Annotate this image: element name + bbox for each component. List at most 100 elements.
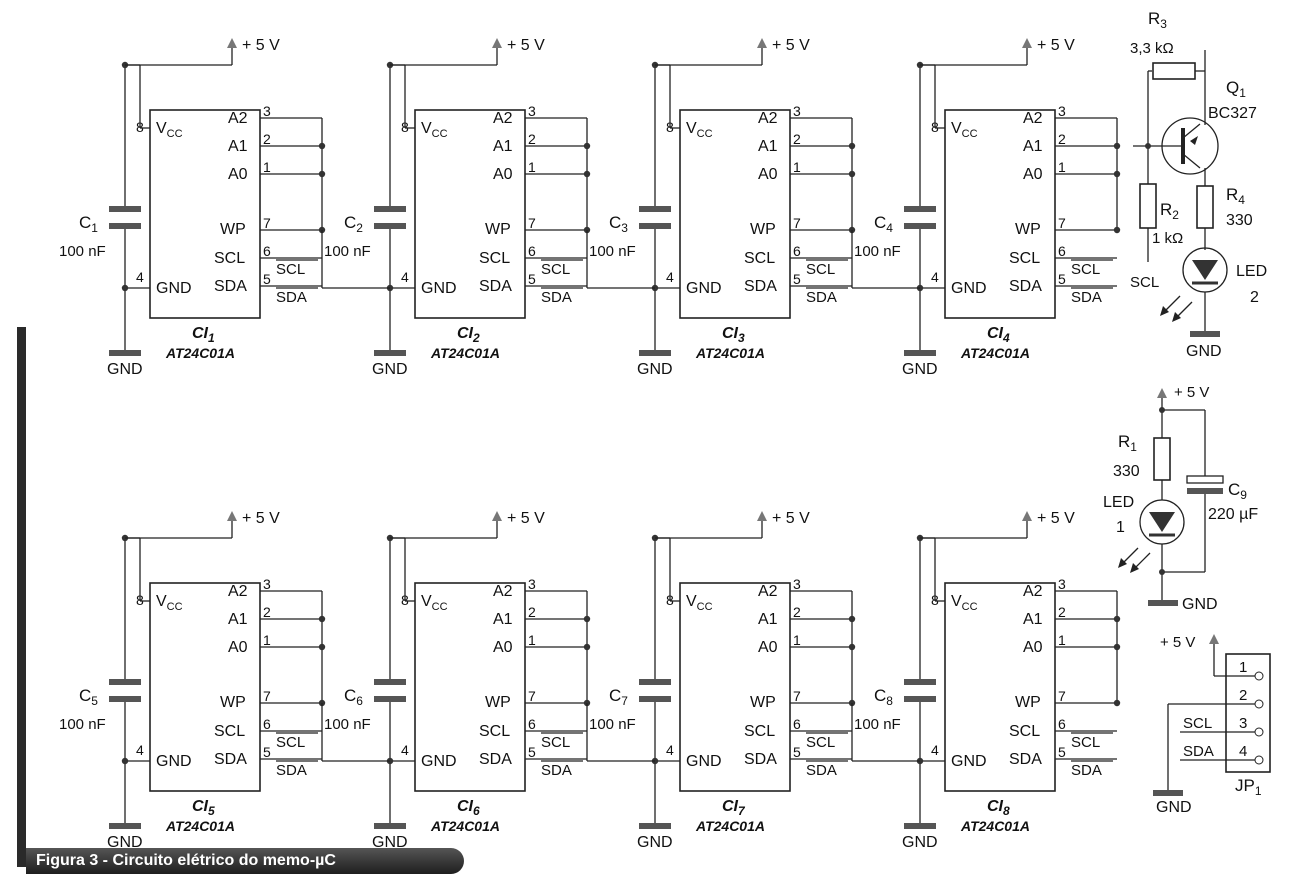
pin-number-2: 2: [263, 604, 271, 620]
capacitor-plate: [639, 223, 671, 229]
jp1-pin-3: 3: [1239, 715, 1247, 732]
pin-number-1: 1: [528, 632, 536, 648]
jp1-scl-label: SCL: [1183, 715, 1212, 732]
pin-number-3: 3: [1058, 103, 1066, 119]
bus-scl-label: SCL: [806, 734, 835, 751]
supply-arrow: [227, 511, 237, 521]
capacitor-value: 100 nF: [589, 243, 636, 260]
pin-a1: A1: [1023, 138, 1043, 155]
junction-dot: [318, 142, 326, 150]
pin-gnd: GND: [951, 280, 987, 297]
pin-a0: A0: [1023, 639, 1043, 656]
gnd-symbol: [904, 350, 936, 356]
pin-number-3: 3: [528, 576, 536, 592]
pin-wp: WP: [485, 221, 511, 238]
supply-arrow: [492, 38, 502, 48]
pin-vcc: VCC: [421, 120, 448, 140]
chip-part: AT24C01A: [165, 818, 235, 834]
pin-a2: A2: [758, 583, 778, 600]
junction-dot: [848, 643, 856, 651]
pin-wp: WP: [750, 221, 776, 238]
pin-a1: A1: [758, 611, 778, 628]
pin-number-7: 7: [1058, 215, 1066, 231]
jp1-pin-4: 4: [1239, 743, 1247, 760]
bus-scl-label: SCL: [541, 734, 570, 751]
bus-scl-label: SCL: [276, 261, 305, 278]
chip-body: [679, 582, 791, 792]
pin-gnd: GND: [686, 280, 722, 297]
pin-number-5: 5: [1058, 271, 1066, 287]
pin-a0: A0: [758, 639, 778, 656]
pin-number-2: 2: [263, 131, 271, 147]
q1-name: Q1: [1226, 78, 1246, 100]
capacitor-plate: [639, 679, 671, 685]
junction-dot: [318, 615, 326, 623]
pin-a0: A0: [493, 166, 513, 183]
r3-resistor: [1152, 62, 1196, 80]
c9-value: 220 µF: [1208, 506, 1258, 523]
capacitor-value: 100 nF: [854, 243, 901, 260]
pin-gnd: GND: [156, 753, 192, 770]
pin-sda: SDA: [214, 751, 247, 768]
junction-dot: [318, 643, 326, 651]
pin-gnd: GND: [156, 280, 192, 297]
pin-number-6: 6: [1058, 716, 1066, 732]
pin-number-5: 5: [528, 271, 536, 287]
power-supply-label: + 5 V: [1174, 384, 1209, 401]
r2-name: R2: [1160, 200, 1179, 222]
pin-sda: SDA: [744, 751, 777, 768]
capacitor-value: 100 nF: [854, 716, 901, 733]
chip-part: AT24C01A: [430, 818, 500, 834]
chip-part: AT24C01A: [430, 345, 500, 361]
r1-resistor: [1153, 437, 1171, 481]
figure-caption: Figura 3 - Circuito elétrico do memo-µC: [26, 848, 464, 874]
capacitor-plate: [109, 696, 141, 702]
capacitor-value: 100 nF: [59, 716, 106, 733]
c9-name: C9: [1228, 480, 1247, 502]
bus-sda-label: SDA: [541, 289, 572, 306]
pin-scl: SCL: [1009, 250, 1040, 267]
gnd-label: GND: [372, 361, 408, 378]
pin-wp: WP: [220, 694, 246, 711]
gnd-symbol: [904, 823, 936, 829]
capacitor-name: C4: [874, 213, 893, 235]
led2-number: 2: [1250, 289, 1259, 306]
supply-label: + 5 V: [772, 37, 810, 54]
pin-number-5: 5: [793, 271, 801, 287]
pin-number-4: 4: [931, 269, 939, 285]
pin-number-3: 3: [1058, 576, 1066, 592]
jp1-supply-label: + 5 V: [1160, 634, 1195, 651]
chip-body: [149, 582, 261, 792]
junction-dot: [121, 757, 129, 765]
junction-dot: [121, 284, 129, 292]
capacitor-value: 100 nF: [589, 716, 636, 733]
chip-body: [944, 582, 1056, 792]
bus-sda-label: SDA: [806, 762, 837, 779]
jp1-pin-1: 1: [1239, 659, 1247, 676]
pin-number-6: 6: [528, 716, 536, 732]
capacitor-plate: [904, 679, 936, 685]
pin-number-4: 4: [666, 269, 674, 285]
junction-dot: [583, 615, 591, 623]
pin-a2: A2: [1023, 110, 1043, 127]
chip-name: CI5: [192, 798, 215, 818]
supply-arrow: [1022, 511, 1032, 521]
pin-number-7: 7: [1058, 688, 1066, 704]
pin-number-2: 2: [793, 131, 801, 147]
pin-a2: A2: [228, 583, 248, 600]
pin-number-6: 6: [793, 716, 801, 732]
pin-vcc: VCC: [156, 593, 183, 613]
junction-dot: [848, 615, 856, 623]
pin-wp: WP: [1015, 694, 1041, 711]
capacitor-plate: [374, 206, 406, 212]
junction-dot: [1113, 142, 1121, 150]
pin-vcc: VCC: [156, 120, 183, 140]
capacitor-plate: [374, 696, 406, 702]
pin-a0: A0: [493, 639, 513, 656]
junction-dot: [1113, 699, 1121, 707]
capacitor-name: C5: [79, 686, 98, 708]
pin-wp: WP: [1015, 221, 1041, 238]
